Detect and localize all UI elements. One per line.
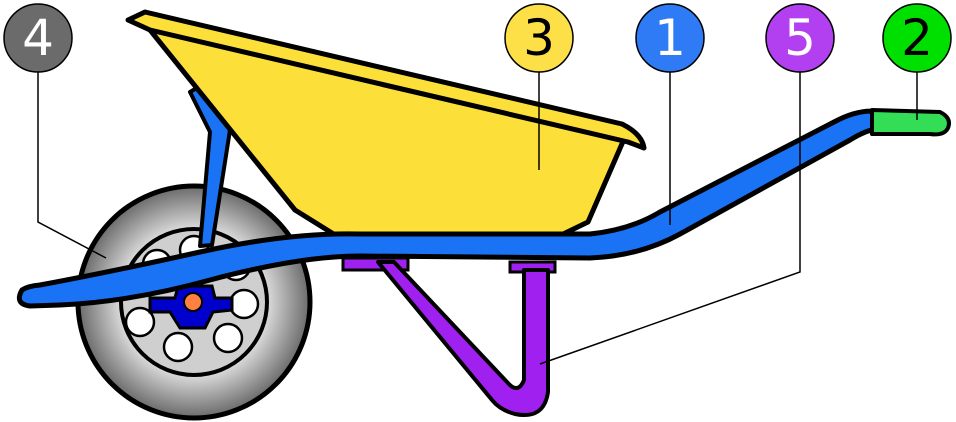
- wheel-axle: [183, 292, 203, 312]
- label-badge-1: 1: [635, 3, 705, 73]
- leader-line-5: [539, 68, 801, 365]
- label-badge-circle: [3, 3, 73, 73]
- label-number-2: 2: [901, 9, 933, 67]
- handle-grip: [870, 108, 951, 137]
- label-badge-circle: [635, 3, 705, 73]
- label-badge-2: 2: [882, 3, 952, 73]
- label-number-3: 3: [523, 9, 555, 67]
- label-number-4: 4: [22, 9, 54, 67]
- leader-lines: [37, 68, 918, 365]
- label-badge-3: 3: [504, 3, 574, 73]
- leg: [341, 256, 557, 417]
- label-number-5: 5: [784, 9, 816, 67]
- leader-line-4: [37, 68, 107, 259]
- label-badge-4: 4: [3, 3, 73, 73]
- label-badge-circle: [504, 3, 574, 73]
- label-badge-5: 5: [765, 3, 835, 73]
- label-badge-circle: [765, 3, 835, 73]
- label-number-1: 1: [654, 9, 686, 67]
- leg-tube: [376, 260, 550, 417]
- label-badge-circle: [882, 3, 952, 73]
- tray-rim-line: [149, 28, 629, 144]
